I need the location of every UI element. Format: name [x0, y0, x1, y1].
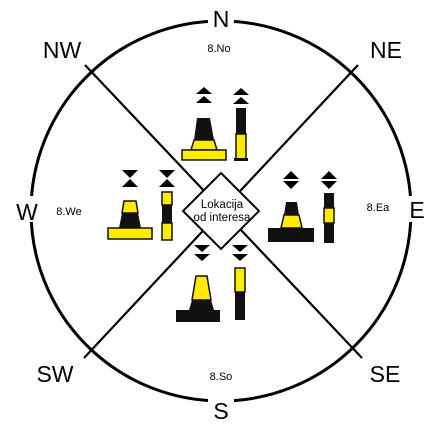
north-beacon-icon — [234, 108, 248, 161]
east-buoy-icon — [268, 202, 314, 242]
west-cardinal-mark — [107, 170, 175, 241]
direction-north: N — [213, 6, 230, 32]
center-diamond — [181, 171, 261, 251]
quadrant-label-east: 8.Ea — [367, 202, 391, 214]
north-buoy-icon — [181, 118, 227, 161]
direction-east: E — [409, 197, 424, 223]
north-cardinal-mark — [181, 87, 249, 161]
north-topmark-icon — [196, 87, 249, 104]
west-topmark-icon — [122, 170, 175, 187]
quadrant-label-north: 8.No — [207, 43, 230, 55]
direction-west: W — [16, 199, 38, 225]
center-label-line2: od interesa — [194, 212, 252, 224]
south-cardinal-mark — [176, 245, 248, 322]
direction-southwest: SW — [36, 361, 73, 387]
south-buoy-icon — [176, 275, 220, 322]
quadrant-label-west: 8.We — [56, 206, 81, 218]
west-buoy-icon — [107, 200, 153, 240]
west-beacon-icon — [161, 191, 173, 241]
direction-northwest: NW — [43, 37, 82, 63]
east-topmark-icon — [283, 171, 337, 189]
east-cardinal-mark — [268, 171, 337, 243]
direction-northeast: NE — [370, 37, 402, 63]
direction-south: S — [213, 398, 228, 424]
south-topmark-icon — [194, 245, 248, 261]
east-beacon-icon — [323, 193, 335, 243]
center-label-line1: Lokacija — [201, 199, 244, 211]
quadrant-label-south: 8.So — [210, 371, 233, 383]
south-beacon-icon — [234, 267, 246, 320]
direction-southeast: SE — [370, 361, 401, 387]
